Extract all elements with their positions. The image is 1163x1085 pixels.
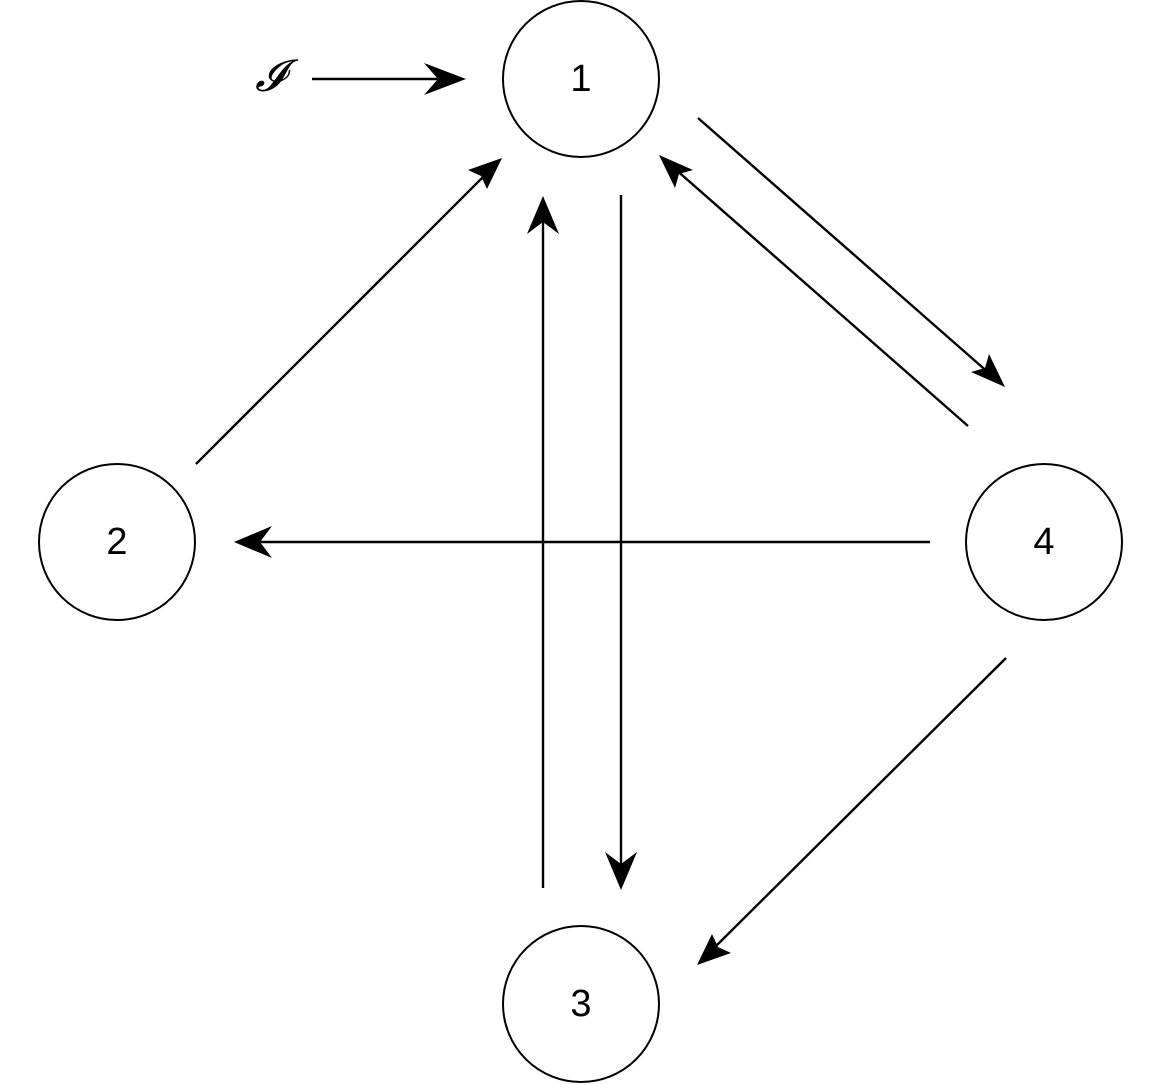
edge-4-to-2 (234, 526, 930, 558)
node-3-label: 3 (570, 983, 591, 1025)
edge-4-to-3-line (711, 657, 1007, 951)
node-1-label: 1 (570, 58, 591, 100)
edge-4-to-1-arrowhead (659, 155, 693, 188)
node-2-circle (38, 463, 196, 621)
edge-4-to-1-line (673, 167, 969, 427)
node-3[interactable]: 3 (502, 925, 660, 1083)
edge-4-to-3 (697, 657, 1007, 965)
edge-1-to-4-line (697, 117, 991, 375)
initial-arrow-head (424, 63, 466, 95)
node-2-label: 2 (106, 521, 127, 563)
node-1[interactable]: 1 (502, 0, 660, 158)
edge-1-to-4 (697, 117, 1005, 387)
edge-1-to-4-arrowhead (971, 354, 1005, 387)
edge-1-to-3-arrowhead (605, 852, 637, 890)
node-3-circle (502, 925, 660, 1083)
edge-2-to-1 (195, 158, 502, 465)
node-1-circle (502, 0, 660, 158)
node-4[interactable]: 4 (965, 463, 1123, 621)
edge-2-to-1-line (195, 171, 489, 465)
node-2[interactable]: 2 (38, 463, 196, 621)
edge-1-to-3 (605, 195, 637, 890)
nodes-group: 1 2 3 4 (38, 0, 1123, 1083)
edge-4-to-2-arrowhead (234, 526, 272, 558)
edge-4-to-1 (659, 155, 969, 427)
edge-3-to-1 (527, 196, 559, 888)
node-4-label: 4 (1033, 521, 1054, 563)
node-4-circle (965, 463, 1123, 621)
edge-2-to-1-arrowhead (468, 158, 502, 189)
edges-group (195, 117, 1007, 965)
edge-3-to-1-arrowhead (527, 196, 559, 234)
edge-4-to-3-arrowhead (697, 934, 731, 965)
